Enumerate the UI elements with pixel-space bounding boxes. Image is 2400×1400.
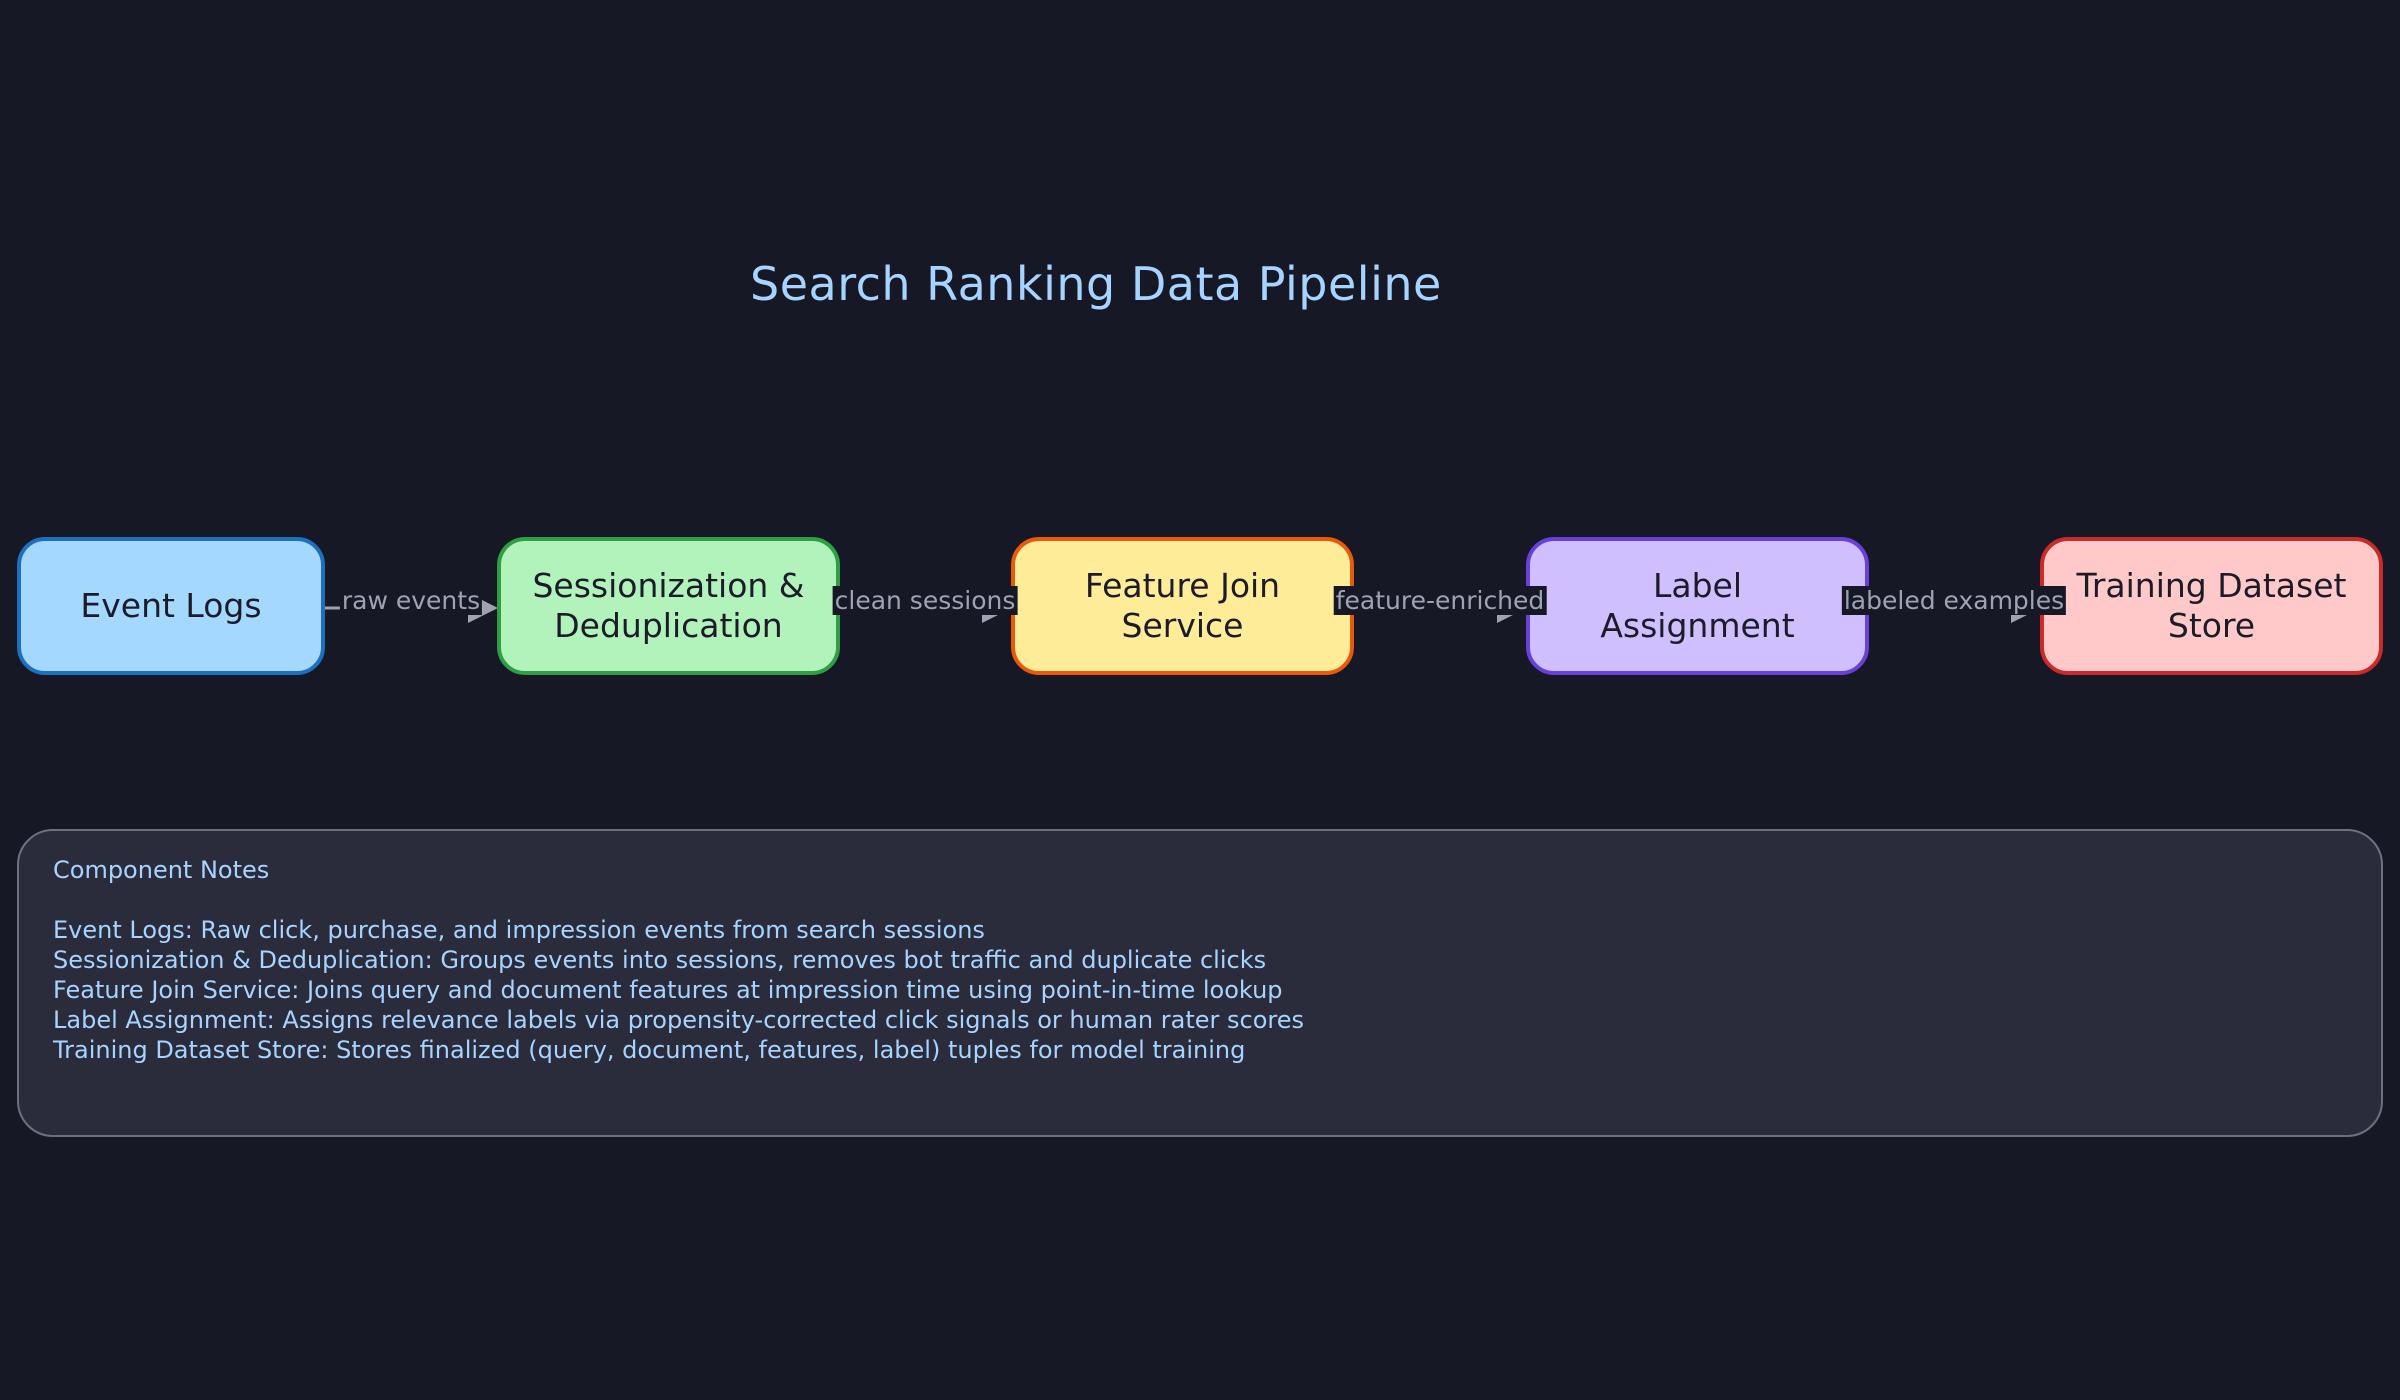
edge-label-clean-sessions: clean sessions [832,586,1018,615]
edge-label-labeled-examples: labeled examples [1841,586,2067,615]
node-event-logs[interactable]: Event Logs [17,537,325,675]
node-training-dataset-store[interactable]: Training Dataset Store [2040,537,2383,675]
node-label-assignment[interactable]: Label Assignment [1526,537,1869,675]
node-label: Feature Join Service [1084,566,1281,645]
edge-label-raw-events: raw events [339,586,483,615]
note-line: Sessionization & Deduplication: Groups e… [53,946,1267,974]
diagram-title: Search Ranking Data Pipeline [750,257,1442,311]
edge-label-feature-enriched: feature-enriched [1333,586,1547,615]
node-feature-join-service[interactable]: Feature Join Service [1011,537,1354,675]
note-line: Event Logs: Raw click, purchase, and imp… [53,916,985,944]
notes-title: Component Notes [53,856,270,884]
note-line: Label Assignment: Assigns relevance labe… [53,1006,1304,1034]
node-label: Label Assignment [1600,566,1795,645]
node-sessionization-deduplication[interactable]: Sessionization & Deduplication [497,537,840,675]
component-notes-panel: Component Notes Event Logs: Raw click, p… [17,829,2383,1137]
node-label: Training Dataset Store [2076,566,2347,645]
node-label: Event Logs [80,586,262,625]
node-label: Sessionization & Deduplication [532,566,805,645]
note-line: Training Dataset Store: Stores finalized… [53,1036,1246,1064]
note-line: Feature Join Service: Joins query and do… [53,976,1283,1004]
